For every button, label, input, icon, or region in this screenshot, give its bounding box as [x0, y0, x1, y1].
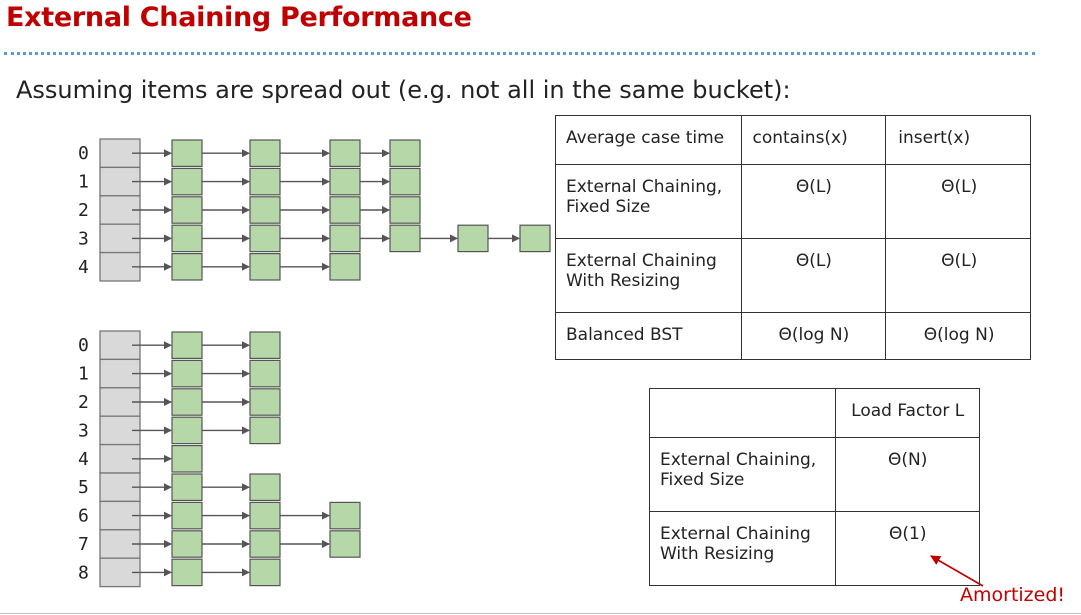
table2-chain-node: [171, 445, 203, 473]
table1-chain-node: [249, 196, 281, 224]
table1-chain-node: [389, 224, 421, 253]
table2-chain-node: [249, 359, 281, 388]
table1-bucket-label: 0: [78, 143, 89, 164]
table-row: External Chaining, Fixed Size Θ(N): [648, 437, 980, 512]
table2-chain-node: [249, 501, 281, 530]
contains-balanced-bst: Θ(log N): [741, 312, 887, 360]
runtime-table: Average case time contains(x) insert(x) …: [554, 115, 1031, 360]
table1-chain-node: [519, 224, 551, 253]
table2-chain-node: [249, 530, 281, 558]
table2-chain-node: [249, 331, 281, 359]
table2-bucket-label: 2: [78, 392, 89, 413]
table2-bucket-label: 7: [78, 534, 89, 555]
header-average-case-time: Average case time: [554, 115, 743, 165]
table2-bucket-label: 1: [78, 364, 89, 385]
table-row: Balanced BST Θ(log N) Θ(log N): [554, 312, 1031, 360]
contains-resizing: Θ(L): [741, 238, 887, 313]
row-label-fixed-size: External Chaining, Fixed Size: [648, 437, 837, 512]
table1-chain-node: [249, 167, 281, 196]
table1-chain-node: [171, 224, 203, 253]
table1-chain-node: [329, 167, 361, 196]
header-insert: insert(x): [885, 115, 1031, 165]
header-empty: [648, 388, 837, 438]
table2-chain-node: [329, 501, 361, 530]
row-label-resizing: External Chaining With Resizing: [554, 238, 743, 313]
table1-bucket-label: 3: [78, 228, 89, 249]
runtime-table-header-row: Average case time contains(x) insert(x): [554, 115, 1031, 165]
table1-chain-node: [389, 139, 421, 167]
hash-table-diagrams: 0 1 2 3 4 0 1 2 3 4 5 6 7 8: [78, 138, 551, 588]
load-factor-resizing: Θ(1): [835, 511, 980, 586]
table2-bucket-label: 3: [78, 420, 89, 441]
table-row: External Chaining, Fixed Size Θ(L) Θ(L): [554, 164, 1031, 239]
table1-chain-node: [329, 139, 361, 167]
title-divider: [4, 52, 1035, 55]
table-row: External Chaining With Resizing Θ(1): [648, 511, 980, 586]
load-factor-fixed-size: Θ(N): [835, 437, 980, 512]
table1-bucket-label: 4: [78, 257, 89, 278]
table2-bucket-label: 0: [78, 335, 89, 356]
table1-chain-node: [249, 139, 281, 167]
table2-chain-node: [249, 416, 281, 445]
table2-chain-node: [171, 558, 203, 587]
table2-chain-node: [171, 501, 203, 530]
table1-chain-node: [329, 253, 361, 281]
table2-chain-node: [171, 359, 203, 388]
table1-chain-node: [171, 139, 203, 167]
table2-bucket-label: 5: [78, 477, 89, 498]
contains-fixed-size: Θ(L): [741, 164, 887, 239]
table2-chain-node: [171, 473, 203, 501]
table1-chain-node: [249, 224, 281, 253]
table1-chain-node: [171, 196, 203, 224]
load-factor-header-row: Load Factor L: [648, 388, 980, 438]
insert-balanced-bst: Θ(log N): [885, 312, 1031, 360]
row-label-balanced-bst: Balanced BST: [554, 312, 743, 360]
table2-chain-node: [171, 388, 203, 416]
table1-chain-node: [249, 253, 281, 281]
table1-chain-node: [329, 224, 361, 253]
table2-chain-node: [171, 530, 203, 558]
table2-chain-node: [249, 473, 281, 501]
table2-bucket-label: 4: [78, 449, 89, 470]
slide-bottom-border: [0, 613, 1081, 614]
header-contains: contains(x): [741, 115, 887, 165]
table2-chain-node: [249, 388, 281, 416]
table1-bucket-label: 1: [78, 172, 89, 193]
slide-subtitle: Assuming items are spread out (e.g. not …: [16, 76, 791, 104]
load-factor-table: Load Factor L External Chaining, Fixed S…: [648, 388, 980, 586]
table1-chain-node: [329, 196, 361, 224]
insert-fixed-size: Θ(L): [885, 164, 1031, 239]
table2-bucket-label: 8: [78, 562, 89, 583]
table1-bucket-label: 2: [78, 200, 89, 221]
header-load-factor: Load Factor L: [835, 388, 980, 438]
table1-chain-node: [389, 167, 421, 196]
table2-chain-node: [171, 416, 203, 445]
table2-chain-node: [329, 530, 361, 558]
table1-chain-node: [171, 167, 203, 196]
amortized-note: Amortized!: [960, 584, 1066, 606]
row-label-resizing: External Chaining With Resizing: [648, 511, 837, 586]
row-label-fixed-size: External Chaining, Fixed Size: [554, 164, 743, 239]
insert-resizing: Θ(L): [885, 238, 1031, 313]
table2-chain-node: [171, 331, 203, 359]
slide-title: External Chaining Performance: [6, 2, 472, 33]
table-row: External Chaining With Resizing Θ(L) Θ(L…: [554, 238, 1031, 313]
table2-chain-node: [249, 558, 281, 587]
table1-chain-node: [171, 253, 203, 281]
table1-chain-node: [457, 224, 489, 253]
table2-bucket-label: 6: [78, 506, 89, 527]
table1-chain-node: [389, 196, 421, 224]
